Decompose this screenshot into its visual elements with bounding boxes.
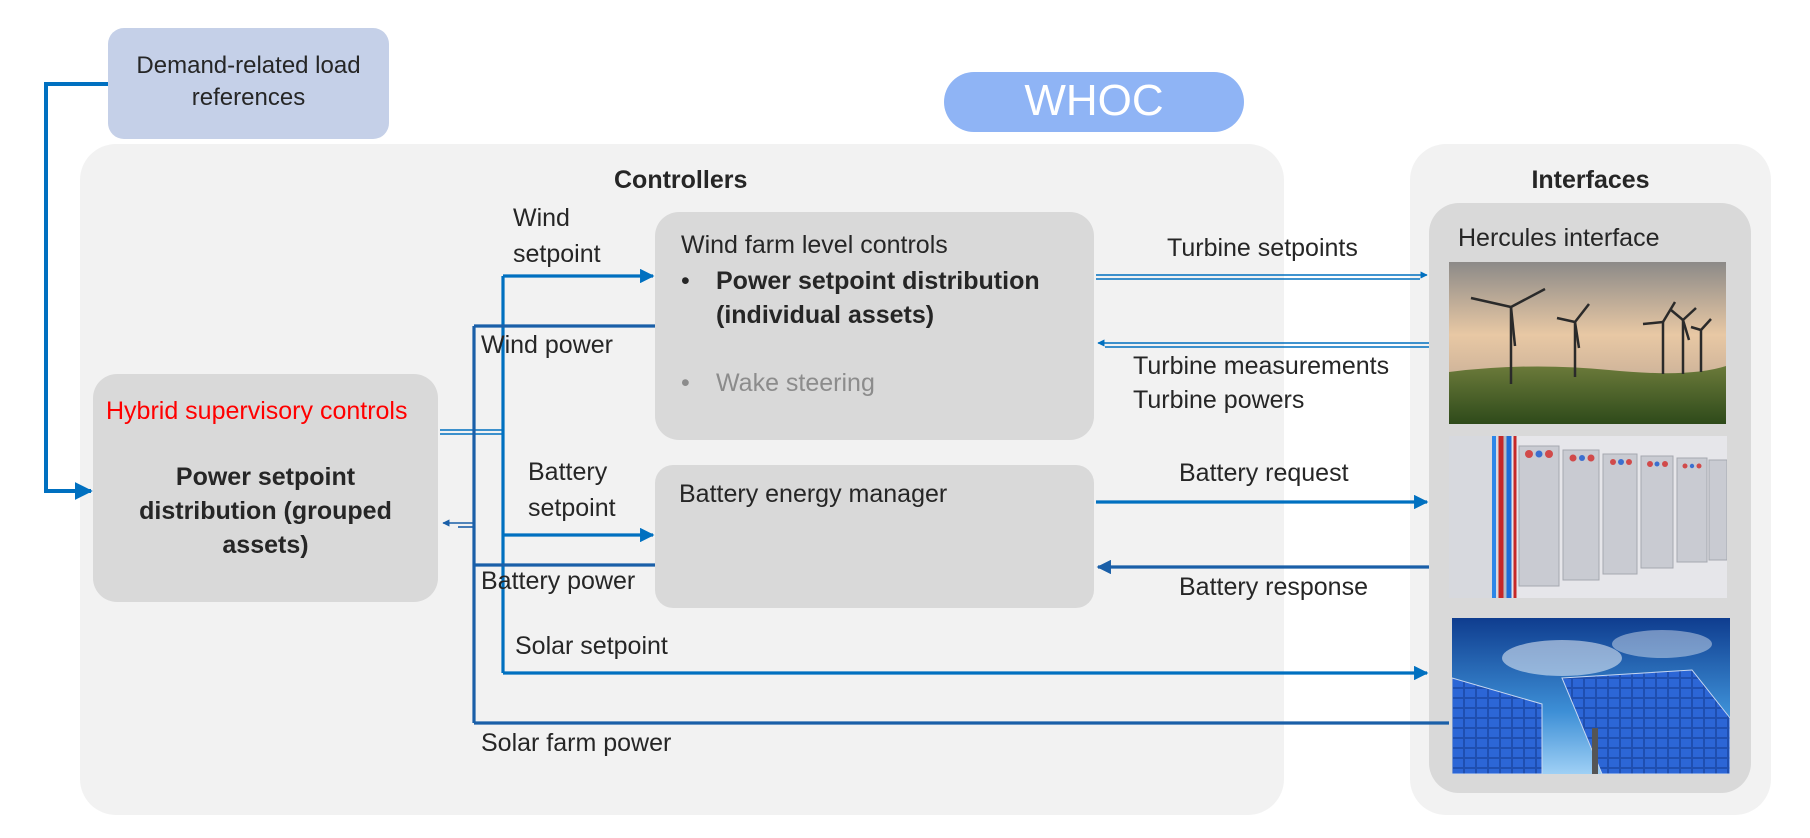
battery-setpoint-label: Battery setpoint [528,458,616,522]
bullet-icon: • [681,267,690,295]
wind-turbines-photo [1449,262,1726,424]
solar-farm-power-label: Solar farm power [481,729,672,757]
wind-setpoint-label: Wind setpoint [513,204,601,268]
wind-power-label: Wind power [481,331,613,359]
demand-box [108,28,389,139]
solar-setpoint-label: Solar setpoint [515,632,668,660]
wind-farm-controls-title: Wind farm level controls [681,231,948,259]
battery-response-label: Battery response [1179,573,1368,601]
wake-steering-bullet: Wake steering [716,369,875,397]
battery-storage-photo [1449,436,1727,598]
turbine-setpoints-label: Turbine setpoints [1167,234,1358,262]
battery-energy-manager-title: Battery energy manager [679,480,948,508]
hybrid-supervisory-body: Power setpoint distribution (grouped ass… [139,463,392,559]
power-setpoint-distribution-bullet: Power setpoint distribution (individual … [716,267,1040,329]
interfaces-title: Interfaces [1531,166,1650,194]
battery-power-label: Battery power [481,567,636,595]
whoc-badge-text: WHOC [1024,76,1164,125]
turbine-measurements-label: Turbine measurements [1133,352,1390,380]
hybrid-supervisory-title: Hybrid supervisory controls [106,397,408,425]
hercules-interface-title: Hercules interface [1458,224,1660,252]
battery-energy-manager-card [655,465,1094,608]
solar-panels-photo [1452,618,1730,774]
wind-farm-controls-card [655,212,1094,440]
demand-reference-arrow [44,82,108,500]
hybrid-supervisory-card [93,374,438,602]
whoc-badge [944,72,1244,132]
controllers-title: Controllers [614,166,748,194]
bullet-icon: • [681,369,690,397]
battery-request-label: Battery request [1179,459,1349,487]
turbine-powers-label: Turbine powers [1133,386,1305,414]
demand-box-text: Demand-related load references [136,52,361,111]
